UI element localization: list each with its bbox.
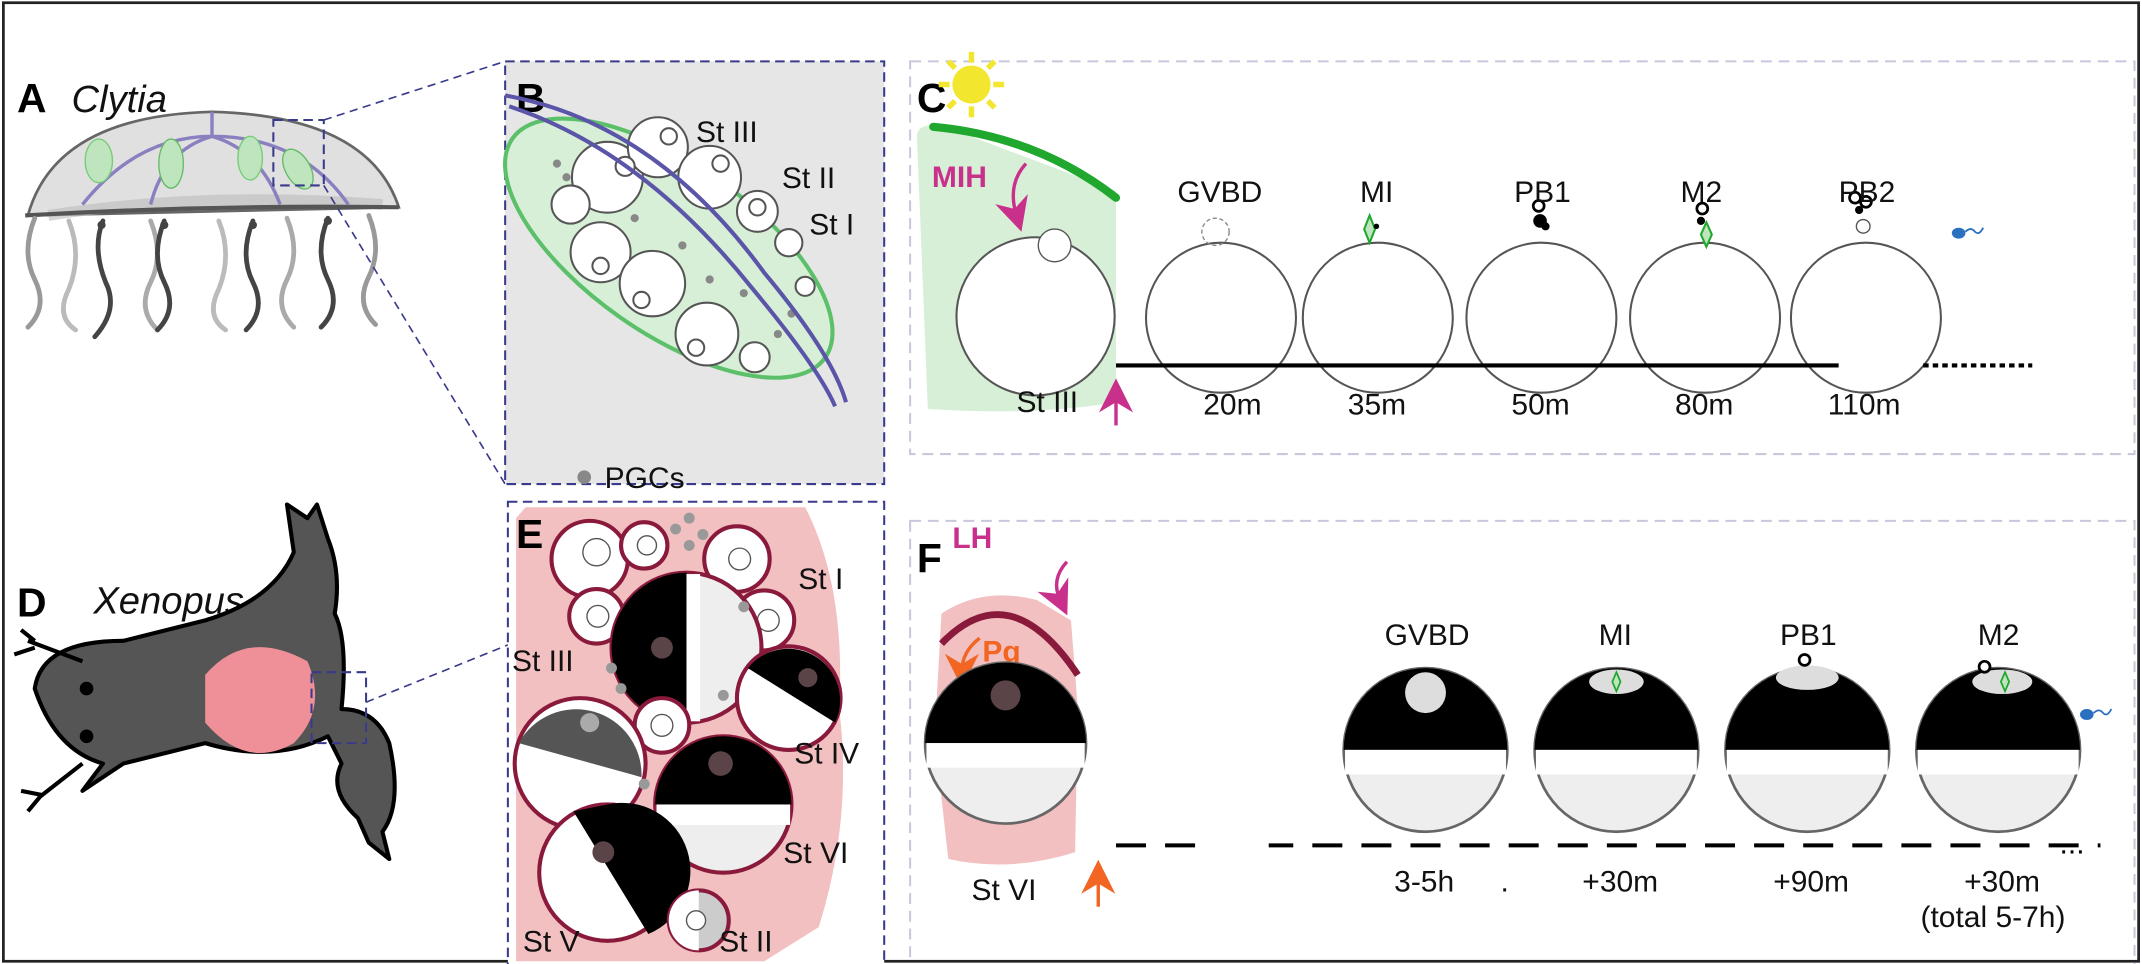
panel-d: D Xenopus bbox=[13, 502, 509, 862]
stage-label: PB1 bbox=[1780, 619, 1837, 652]
panel-a: A Clytia bbox=[17, 60, 506, 485]
follicle-cell-layer bbox=[939, 611, 1081, 677]
light-receptor-layer bbox=[929, 122, 1121, 202]
panel-e: E St I St III St IV St VI St V St II bbox=[506, 500, 886, 964]
oocyte-st6 bbox=[923, 661, 1088, 825]
stage-label: PB2 bbox=[1839, 176, 1896, 209]
stage-label: GVBD bbox=[1385, 619, 1470, 652]
panel-c-box bbox=[909, 60, 2136, 456]
time-label: 20m bbox=[1203, 389, 1261, 422]
stage-label: PB1 bbox=[1514, 176, 1571, 209]
hormone-label-lh: LH bbox=[952, 522, 992, 555]
time-label: 3-5h bbox=[1394, 866, 1454, 899]
stage-label: St IV bbox=[794, 738, 859, 771]
panel-c: C MIH GVBD MI PB1 M2 PB2 bbox=[909, 51, 2136, 456]
xenopus-egg-series bbox=[1342, 653, 2082, 834]
oocyte-st3 bbox=[955, 236, 1116, 397]
pgc-legend: PGCs bbox=[577, 462, 685, 495]
stage-label: St III bbox=[512, 645, 574, 678]
time-label: +30m bbox=[1582, 866, 1658, 899]
total-time-label: (total 5-7h) bbox=[1920, 901, 2065, 934]
timeline-continuation: ... bbox=[2060, 828, 2085, 861]
stage-label: MI bbox=[1599, 619, 1632, 652]
time-label: 35m bbox=[1348, 389, 1406, 422]
panel-label-c: C bbox=[917, 75, 947, 121]
panel-label-e: E bbox=[516, 511, 543, 557]
species-label-clytia: Clytia bbox=[72, 78, 167, 121]
time-label: . bbox=[1501, 866, 1509, 899]
sperm-icon bbox=[1951, 227, 1984, 239]
stage-label: St V bbox=[523, 926, 580, 959]
stage-label: MI bbox=[1360, 176, 1393, 209]
pg-arrow-icon bbox=[944, 636, 981, 688]
hormone-label-mih: MIH bbox=[932, 161, 987, 194]
time-label: 80m bbox=[1675, 389, 1733, 422]
jellyfish-illustration bbox=[25, 60, 506, 485]
stage-label: M2 bbox=[1680, 176, 1722, 209]
stage-label: St II bbox=[782, 162, 835, 195]
time-label: 50m bbox=[1511, 389, 1569, 422]
panel-f: F LH Pg GVBD MI PB1 bbox=[909, 519, 2136, 964]
panel-b: B St III St II St I bbox=[503, 60, 886, 486]
panel-label-d: D bbox=[17, 579, 47, 625]
stage-label: St II bbox=[719, 926, 772, 959]
clytia-egg-series bbox=[1144, 190, 1942, 394]
sun-icon bbox=[938, 51, 1005, 118]
stage-label: St I bbox=[809, 209, 854, 242]
gonad-illustration bbox=[503, 93, 848, 408]
time-label: +30m bbox=[1964, 866, 2040, 899]
panel-label-f: F bbox=[917, 536, 942, 582]
panel-f-box bbox=[909, 519, 2136, 964]
sperm-icon bbox=[2079, 708, 2113, 720]
frog-illustration bbox=[13, 502, 509, 862]
start-stage-label: St III bbox=[1016, 386, 1078, 419]
stage-label: GVBD bbox=[1177, 176, 1262, 209]
stage-label: St III bbox=[696, 116, 758, 149]
start-stage-label: St VI bbox=[971, 874, 1036, 907]
xenopus-oocytes bbox=[512, 518, 843, 953]
time-label: 110m bbox=[1828, 389, 1901, 422]
stage-label: M2 bbox=[1978, 619, 2020, 652]
pgc-legend-label: PGCs bbox=[605, 462, 685, 495]
stage-label: St I bbox=[798, 563, 843, 596]
stage-label: St VI bbox=[783, 837, 848, 870]
panel-label-a: A bbox=[17, 75, 47, 121]
pgc-dot-icon bbox=[577, 470, 592, 485]
mih-arrow-icon bbox=[995, 162, 1028, 232]
zoom-box-a bbox=[272, 118, 325, 187]
zoom-box-d bbox=[310, 671, 368, 745]
lh-arrow-icon bbox=[1037, 560, 1069, 616]
time-label: +90m bbox=[1773, 866, 1849, 899]
